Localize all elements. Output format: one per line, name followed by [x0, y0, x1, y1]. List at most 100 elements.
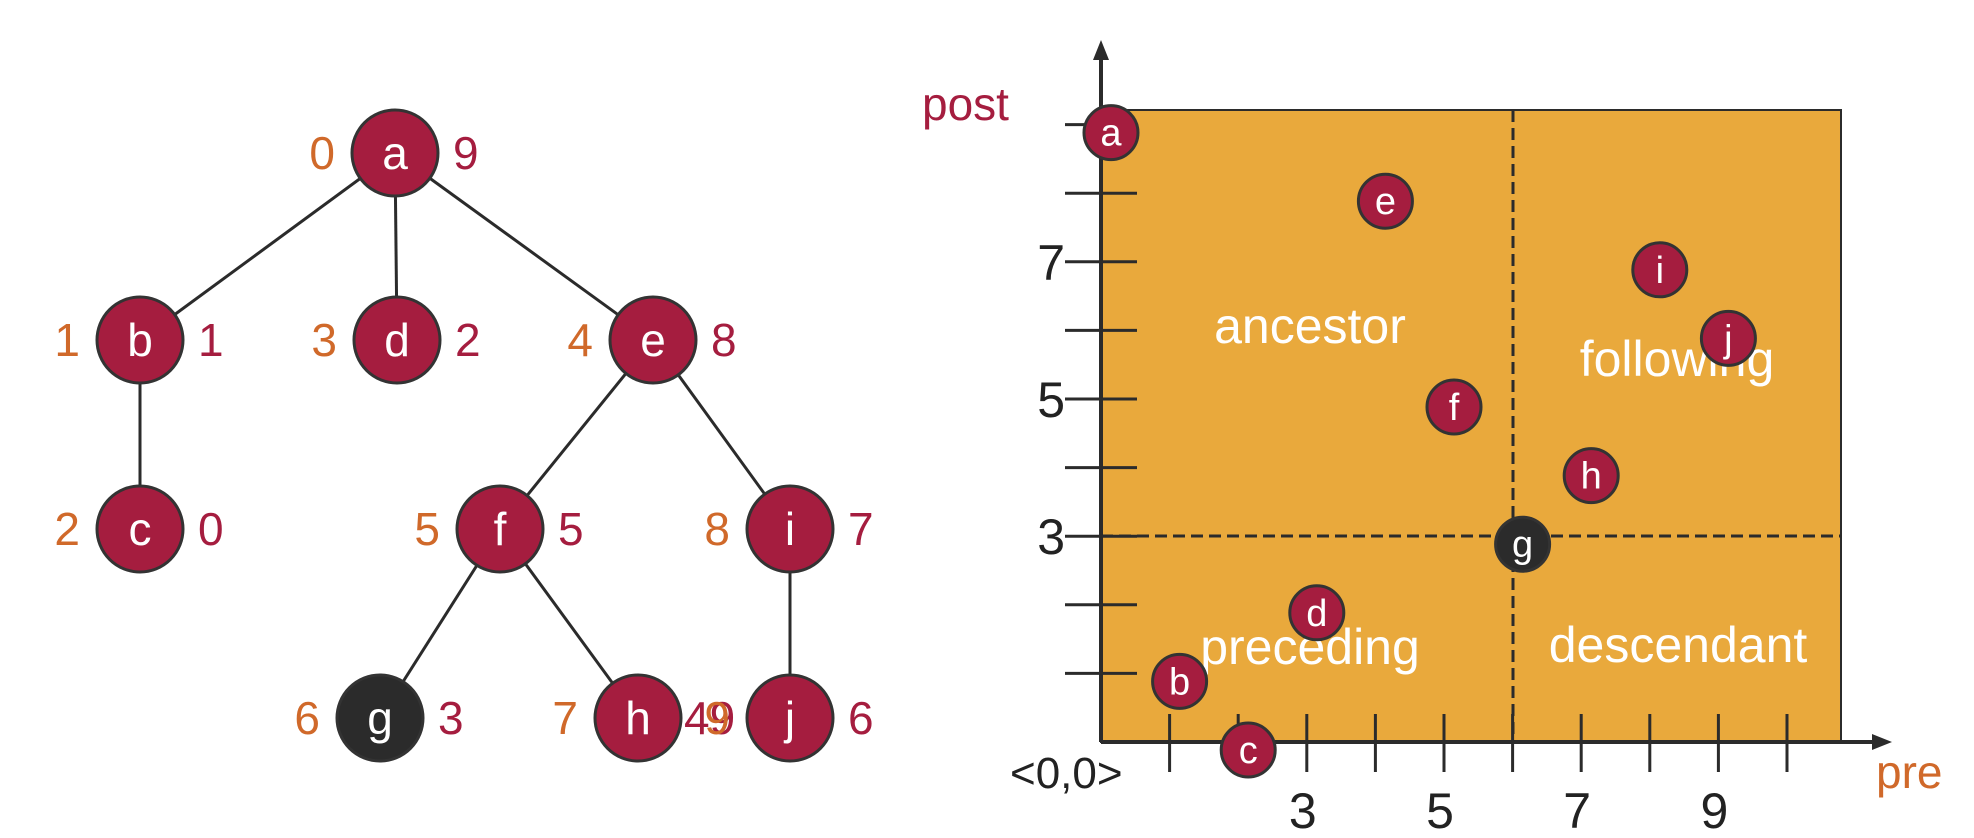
plot-point-label: h [1581, 456, 1602, 498]
region-descendant-label: descendant [1549, 617, 1808, 673]
plot-point-b: b [1151, 652, 1209, 710]
region-ancestor-label: ancestor [1214, 298, 1406, 354]
tree-node-label: j [783, 692, 795, 744]
plot-point-i: i [1631, 241, 1689, 299]
tree-node-label: f [494, 503, 507, 555]
plot-point-g: g [1494, 515, 1552, 573]
y-tick-label: 5 [1037, 372, 1065, 428]
tree-node-e: e4 8 [567, 295, 737, 385]
tree-node-i: i 8 7 [704, 484, 874, 574]
tree-edges [138, 151, 792, 719]
x-axis-title: pre [1876, 746, 1942, 798]
tree-edge-a-e [394, 151, 654, 342]
plot-point-a: a [1082, 104, 1140, 162]
plot-point-label: d [1306, 593, 1327, 635]
tree-node-circle [455, 484, 545, 574]
tree-node-pre-value: 4 [567, 314, 593, 366]
tree-node-c: c2 0 [54, 484, 224, 574]
plot-point-label: b [1169, 661, 1190, 703]
tree-node-pre-value: 3 [311, 314, 337, 366]
plot-point-circle [1631, 241, 1689, 299]
tree-node-pre-value: 0 [309, 127, 335, 179]
y-tick-label: 7 [1037, 235, 1065, 291]
tree-node-pre-value: 7 [552, 692, 578, 744]
tree-node-pre-value: 9 [704, 692, 730, 744]
plot-point-circle [1219, 721, 1277, 779]
plot-point-label: j [1723, 318, 1732, 360]
plot-points: a b c d e f g h i j [1082, 104, 1757, 779]
plot-point-circle [1699, 309, 1757, 367]
plot-point-label: c [1239, 730, 1258, 772]
tree-node-post-value: 7 [848, 503, 874, 555]
tree-node-pre-value: 1 [54, 314, 80, 366]
tree-node-label: c [129, 503, 152, 555]
plot-point-e: e [1356, 172, 1414, 230]
tree-node-label: e [640, 314, 666, 366]
tree-node-post-value: 1 [198, 314, 224, 366]
plot-point-circle [1356, 172, 1414, 230]
tree-node-post-value: 6 [848, 692, 874, 744]
tree-node-post-value: 9 [453, 127, 479, 179]
plot-point-label: a [1100, 113, 1122, 155]
tree-node-post-value: 3 [438, 692, 464, 744]
plot-point-label: i [1656, 250, 1664, 292]
y-tick-label: 3 [1037, 509, 1065, 565]
plot-point-label: e [1375, 181, 1396, 223]
tree-node-circle [745, 484, 835, 574]
plot-point-circle [1494, 515, 1552, 573]
tree-node-j: j 9 6 [704, 673, 874, 763]
tree-node-label: g [367, 692, 393, 744]
tree-edge-a-b [139, 151, 396, 342]
plot-point-label: f [1449, 387, 1460, 429]
tree-node-d: d3 2 [311, 295, 481, 385]
tree-node-circle [335, 673, 425, 763]
plot-point-circle [1562, 447, 1620, 505]
plot-point-circle [1288, 584, 1346, 642]
tree-node-pre-value: 6 [294, 692, 320, 744]
x-axis-arrow-icon [1872, 734, 1892, 750]
plot-point-circle [1082, 104, 1140, 162]
tree-node-post-value: 5 [558, 503, 584, 555]
tree-node-g: g6 3 [294, 673, 464, 763]
y-axis-arrow-icon [1093, 40, 1109, 60]
x-tick-label: 7 [1563, 783, 1591, 838]
tree-node-circle [95, 484, 185, 574]
plot-point-c: c [1219, 721, 1277, 779]
tree-node-b: b1 1 [54, 295, 224, 385]
tree-node-post-value: 8 [711, 314, 737, 366]
tree-node-post-value: 49 [684, 692, 735, 744]
tree-node-circle [350, 108, 440, 198]
tree-node-circle [352, 295, 442, 385]
tree-node-post-value: 2 [455, 314, 481, 366]
tree-node-circle [593, 673, 683, 763]
origin-label: <0,0> [1010, 749, 1123, 798]
tree-node-label: a [382, 127, 408, 179]
plot-point-circle [1425, 378, 1483, 436]
tree-node-label: h [625, 692, 651, 744]
x-tick-label: 5 [1426, 783, 1454, 838]
tree-node-label: d [384, 314, 410, 366]
tree-node-circle [608, 295, 698, 385]
y-axis-ticks: 7 5 3 [1037, 123, 1137, 675]
plot-point-d: d [1288, 584, 1346, 642]
y-axis-title: post [922, 78, 1009, 130]
tree-node-post-value: 0 [198, 503, 224, 555]
tree-node-pre-value: 2 [54, 503, 80, 555]
tree-node-label: i [785, 503, 795, 555]
tree-node-label: b [127, 314, 153, 366]
plot-point-label: g [1512, 524, 1533, 566]
tree-node-pre-value: 5 [414, 503, 440, 555]
tree-node-circle [95, 295, 185, 385]
plot-point-h: h [1562, 447, 1620, 505]
tree-node-pre-value: 8 [704, 503, 730, 555]
x-tick-label: 9 [1700, 783, 1728, 838]
plot-point-j: j [1699, 309, 1757, 367]
tree-node-h: h7 49 [552, 673, 735, 763]
tree-node-circle [745, 673, 835, 763]
plot-point-f: f [1425, 378, 1483, 436]
